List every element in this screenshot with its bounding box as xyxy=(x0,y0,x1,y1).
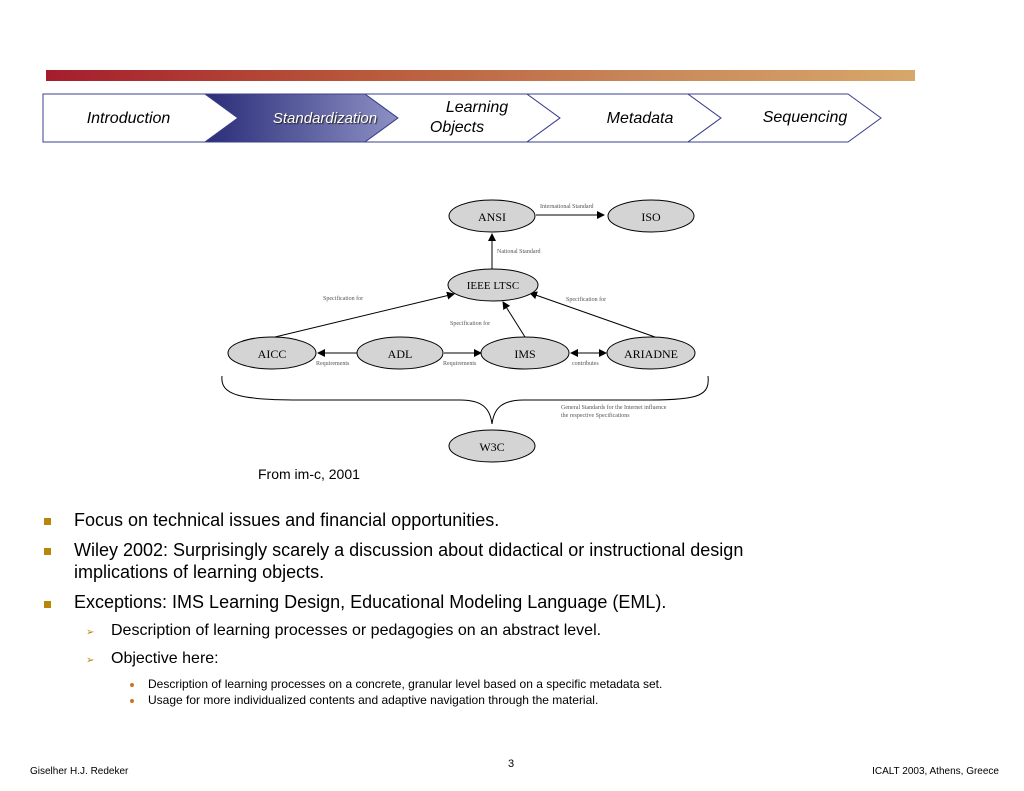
label-spec-for-mid: Specification for xyxy=(450,320,490,327)
node-aicc-label: AICC xyxy=(258,347,287,361)
standards-diagram: ANSI ISO IEEE LTSC AICC ADL IMS ARIADNE … xyxy=(221,199,709,463)
bullet-marker xyxy=(44,518,51,525)
w3c-brace xyxy=(221,375,709,425)
node-iso: ISO xyxy=(607,199,695,233)
sub-bullet-abstract-level: Description of learning processes or ped… xyxy=(111,622,602,639)
node-adl-label: ADL xyxy=(388,347,413,361)
bullet-wiley-2002: Wiley 2002: Surprisingly scarely a discu… xyxy=(74,539,874,583)
node-iso-label: ISO xyxy=(641,210,661,224)
node-aicc: AICC xyxy=(227,336,317,370)
bullet-marker xyxy=(44,601,51,608)
section-navigation xyxy=(42,93,882,143)
bullet-exceptions: Exceptions: IMS Learning Design, Educati… xyxy=(74,592,667,612)
bullet-technical-issues: Focus on technical issues and financial … xyxy=(74,510,500,530)
node-ims-label: IMS xyxy=(514,347,535,361)
sub-bullet-objective: Objective here: xyxy=(111,650,219,667)
tab-learning-objects[interactable]: Learning Objects xyxy=(410,98,530,138)
bullet-wiley-2002-line2: implications of learning objects. xyxy=(74,562,325,582)
node-ims: IMS xyxy=(480,336,570,370)
dot-bullet-icon xyxy=(130,683,134,687)
bullet-marker xyxy=(44,548,51,555)
label-w3c-note-1: General Standards for the Internet influ… xyxy=(561,404,667,411)
tab-metadata[interactable]: Metadata xyxy=(606,110,674,127)
node-ieee-ltsc-label: IEEE LTSC xyxy=(467,280,519,292)
sub-sub-bullet-concrete-level: Description of learning processes on a c… xyxy=(148,677,663,691)
node-w3c: W3C xyxy=(448,429,536,463)
label-international-standard: International Standard xyxy=(540,204,593,210)
label-contributes: contributes xyxy=(572,361,599,367)
node-ansi-label: ANSI xyxy=(478,210,506,224)
sub-sub-bullet-individualized: Usage for more individualized contents a… xyxy=(148,693,599,707)
node-adl: ADL xyxy=(356,336,444,370)
node-ariadne-label: ARIADNE xyxy=(624,347,678,361)
tab-sequencing-shape[interactable] xyxy=(686,93,882,143)
label-requirements-2: Requirements xyxy=(443,361,477,367)
bullet-wiley-2002-line1: Wiley 2002: Surprisingly scarely a discu… xyxy=(74,540,744,560)
edge-ariadne-ieee xyxy=(529,291,656,338)
edge-aicc-ieee xyxy=(274,291,455,338)
tab-introduction[interactable]: Introduction xyxy=(86,110,171,127)
diagram-caption: From im-c, 2001 xyxy=(258,466,360,482)
label-requirements-1: Requirements xyxy=(316,361,350,367)
footer-author: Giselher H.J. Redeker xyxy=(30,766,129,777)
tab-learning-objects-line1: Learning xyxy=(445,99,509,116)
label-spec-for-left: Specification for xyxy=(323,295,363,302)
node-w3c-label: W3C xyxy=(479,440,504,454)
label-w3c-note-2: the respective Specifications xyxy=(561,412,630,419)
dot-bullet-icon xyxy=(130,699,134,703)
arrow-bullet-icon: ➢ xyxy=(86,655,95,666)
tab-sequencing[interactable]: Sequencing xyxy=(762,109,848,126)
label-spec-for-right: Specification for xyxy=(566,296,606,303)
node-ieee-ltsc: IEEE LTSC xyxy=(447,268,539,302)
page-number: 3 xyxy=(508,758,515,770)
header-gradient-bar xyxy=(46,70,915,81)
footer-conference: ICALT 2003, Athens, Greece xyxy=(872,766,999,777)
node-ansi: ANSI xyxy=(448,199,536,233)
arrow-bullet-icon: ➢ xyxy=(86,627,95,638)
label-national-standard: National Standard xyxy=(497,249,541,255)
node-ariadne: ARIADNE xyxy=(606,336,696,370)
edge-ims-ieee xyxy=(502,301,526,338)
tab-learning-objects-line2: Objects xyxy=(429,119,485,136)
tab-standardization[interactable]: Standardization xyxy=(272,110,378,127)
